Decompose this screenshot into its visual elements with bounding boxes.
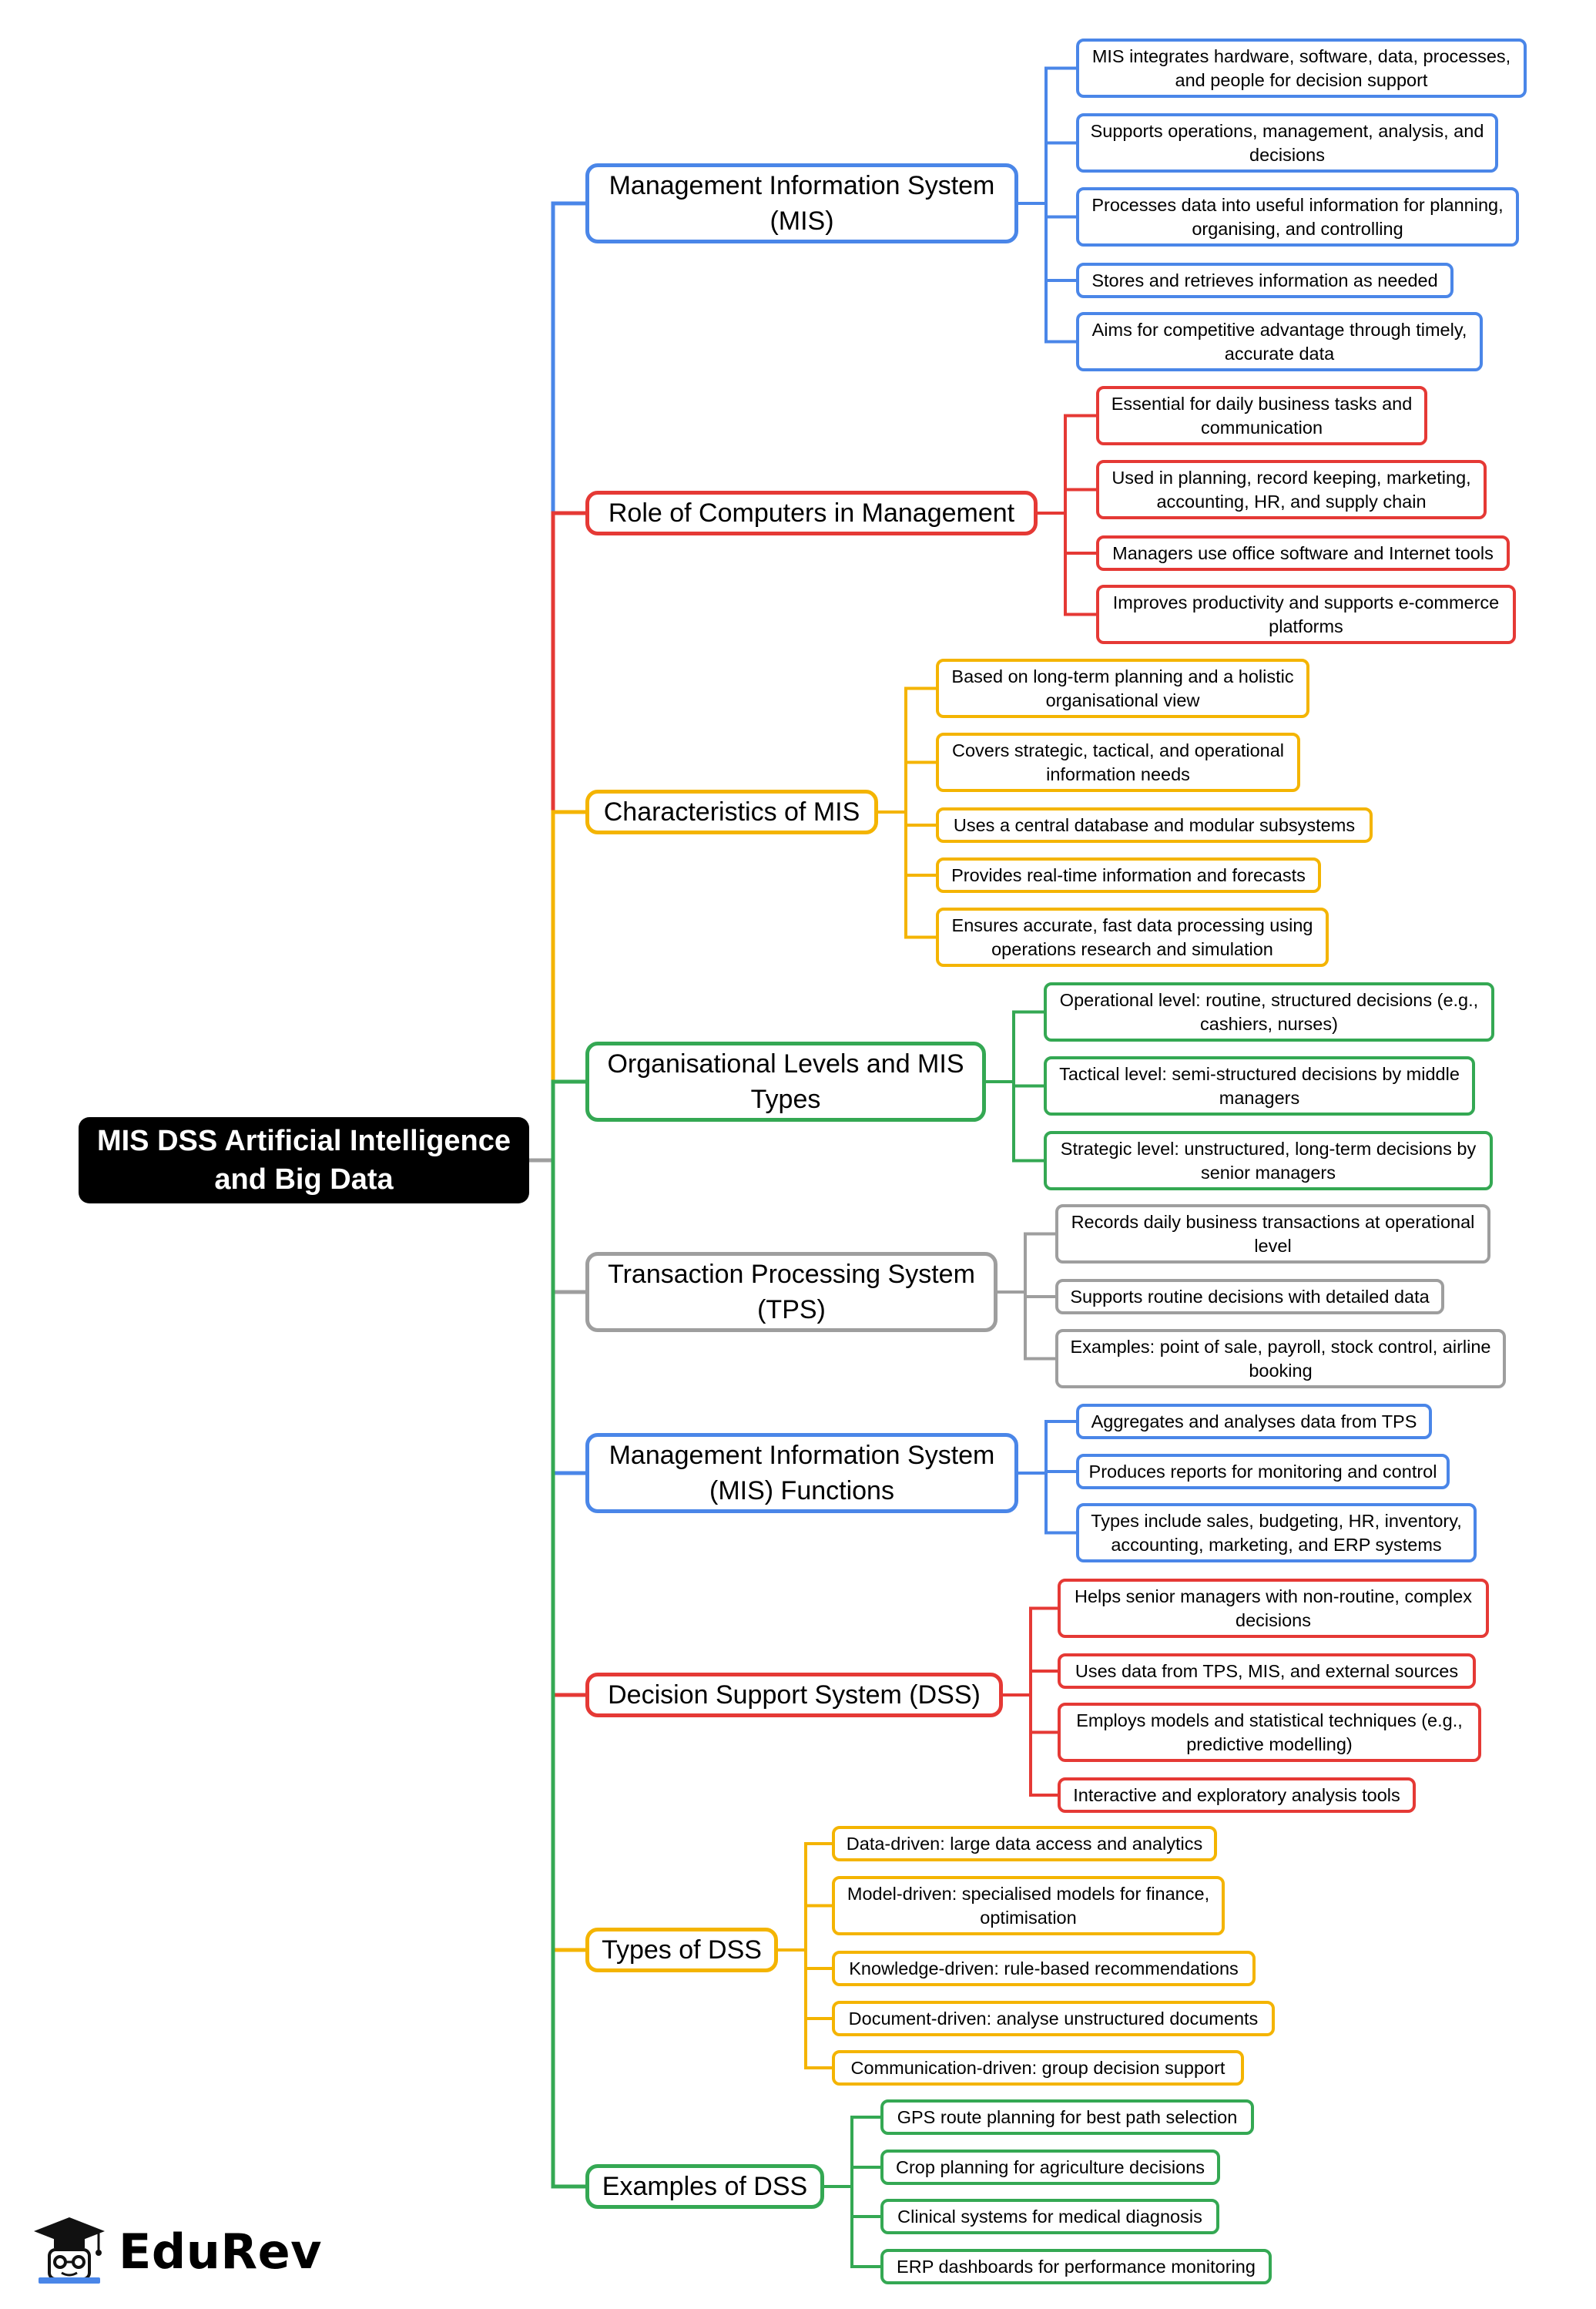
branch-node-0[interactable]: Management Information System (MIS): [585, 163, 1018, 243]
leaf-node-3-0[interactable]: Operational level: routine, structured d…: [1044, 982, 1494, 1042]
leaf-node-7-1-label: Model-driven: specialised models for fin…: [847, 1883, 1210, 1928]
leaf-node-5-2-label: Types include sales, budgeting, HR, inve…: [1091, 1510, 1462, 1555]
leaf-node-1-0[interactable]: Essential for daily business tasks and c…: [1096, 386, 1427, 445]
leaf-node-0-3[interactable]: Stores and retrieves information as need…: [1076, 263, 1454, 298]
leaf-node-8-3-label: ERP dashboards for performance monitorin…: [897, 2256, 1256, 2277]
leaf-node-7-0-label: Data-driven: large data access and analy…: [846, 1833, 1203, 1854]
leaf-node-1-1[interactable]: Used in planning, record keeping, market…: [1096, 460, 1487, 519]
leaf-node-0-4[interactable]: Aims for competitive advantage through t…: [1076, 312, 1483, 371]
branch-node-7[interactable]: Types of DSS: [585, 1928, 778, 1972]
branch-node-2-label: Characteristics of MIS: [603, 797, 860, 827]
branch-node-6-label: Decision Support System (DSS): [608, 1680, 981, 1710]
leaf-node-6-3[interactable]: Interactive and exploratory analysis too…: [1058, 1777, 1416, 1813]
leaf-node-4-1[interactable]: Supports routine decisions with detailed…: [1055, 1279, 1444, 1314]
leaf-node-4-1-label: Supports routine decisions with detailed…: [1070, 1286, 1430, 1307]
branch-node-3[interactable]: Organisational Levels and MIS Types: [585, 1042, 986, 1122]
leaf-node-2-4-label: Ensures accurate, fast data processing u…: [951, 915, 1313, 959]
leaf-node-0-0-label: MIS integrates hardware, software, data,…: [1091, 45, 1511, 90]
leaf-node-8-0[interactable]: GPS route planning for best path selecti…: [880, 2099, 1254, 2135]
leaf-node-1-3-label: Improves productivity and supports e-com…: [1112, 592, 1500, 636]
leaf-node-3-1-label: Tactical level: semi-structured decision…: [1059, 1063, 1460, 1108]
leaf-node-0-4-label: Aims for competitive advantage through t…: [1091, 319, 1467, 364]
branch-node-5-label: Management Information System (MIS) Func…: [609, 1441, 995, 1505]
leaf-node-8-1[interactable]: Crop planning for agriculture decisions: [880, 2150, 1220, 2185]
branch-node-6[interactable]: Decision Support System (DSS): [585, 1673, 1003, 1717]
leaf-node-8-2[interactable]: Clinical systems for medical diagnosis: [880, 2199, 1219, 2234]
leaf-node-2-4[interactable]: Ensures accurate, fast data processing u…: [936, 908, 1329, 967]
leaf-node-6-2[interactable]: Employs models and statistical technique…: [1058, 1703, 1481, 1762]
leaf-node-6-0[interactable]: Helps senior managers with non-routine, …: [1058, 1579, 1489, 1638]
leaf-node-8-0-label: GPS route planning for best path selecti…: [897, 2106, 1238, 2127]
leaf-node-6-3-label: Interactive and exploratory analysis too…: [1073, 1784, 1400, 1805]
branch-node-7-label: Types of DSS: [602, 1935, 762, 1965]
branch-node-1[interactable]: Role of Computers in Management: [585, 491, 1038, 535]
leaf-node-8-3[interactable]: ERP dashboards for performance monitorin…: [880, 2249, 1272, 2284]
leaf-node-2-3-label: Provides real-time information and forec…: [951, 864, 1306, 885]
leaf-node-2-1-label: Covers strategic, tactical, and operatio…: [951, 740, 1285, 784]
leaf-node-7-3-label: Document-driven: analyse unstructured do…: [848, 2008, 1259, 2029]
leaf-node-5-2[interactable]: Types include sales, budgeting, HR, inve…: [1076, 1503, 1477, 1562]
branch-node-2[interactable]: Characteristics of MIS: [585, 790, 878, 834]
leaf-node-0-2[interactable]: Processes data into useful information f…: [1076, 187, 1519, 247]
branch-node-0-label: Management Information System (MIS): [609, 171, 995, 236]
leaf-node-1-2-label: Managers use office software and Interne…: [1112, 542, 1494, 563]
leaf-node-6-2-label: Employs models and statistical technique…: [1076, 1710, 1463, 1754]
root-node-label: MIS DSS Artificial Intelligence and Big …: [96, 1125, 511, 1196]
leaf-node-0-0[interactable]: MIS integrates hardware, software, data,…: [1076, 39, 1527, 98]
leaf-node-6-1-label: Uses data from TPS, MIS, and external so…: [1075, 1660, 1459, 1681]
leaf-node-2-0[interactable]: Based on long-term planning and a holist…: [936, 659, 1309, 718]
leaf-node-7-3[interactable]: Document-driven: analyse unstructured do…: [832, 2001, 1275, 2036]
leaf-node-6-1[interactable]: Uses data from TPS, MIS, and external so…: [1058, 1653, 1476, 1689]
leaf-node-5-1[interactable]: Produces reports for monitoring and cont…: [1076, 1454, 1450, 1489]
leaf-node-2-1[interactable]: Covers strategic, tactical, and operatio…: [936, 733, 1300, 792]
leaf-node-5-1-label: Produces reports for monitoring and cont…: [1088, 1461, 1437, 1482]
graduation-cap-mascot-icon: [31, 2211, 108, 2292]
leaf-node-8-1-label: Crop planning for agriculture decisions: [895, 2156, 1205, 2177]
leaf-node-2-2-label: Uses a central database and modular subs…: [953, 814, 1356, 835]
leaf-node-7-4[interactable]: Communication-driven: group decision sup…: [832, 2050, 1244, 2086]
leaf-node-0-1[interactable]: Supports operations, management, analysi…: [1076, 113, 1498, 173]
leaf-node-7-1[interactable]: Model-driven: specialised models for fin…: [832, 1876, 1225, 1935]
branch-node-8[interactable]: Examples of DSS: [585, 2164, 824, 2209]
leaf-node-3-0-label: Operational level: routine, structured d…: [1059, 989, 1479, 1034]
edurev-logo: EduRev: [31, 2211, 324, 2292]
leaf-node-1-2[interactable]: Managers use office software and Interne…: [1096, 535, 1510, 571]
branch-node-8-label: Examples of DSS: [602, 2172, 808, 2201]
leaf-node-2-2[interactable]: Uses a central database and modular subs…: [936, 807, 1373, 843]
leaf-node-8-2-label: Clinical systems for medical diagnosis: [897, 2206, 1202, 2227]
root-node[interactable]: MIS DSS Artificial Intelligence and Big …: [79, 1117, 529, 1203]
branch-node-1-label: Role of Computers in Management: [608, 498, 1015, 528]
leaf-node-6-0-label: Helps senior managers with non-routine, …: [1075, 1586, 1472, 1630]
leaf-node-1-0-label: Essential for daily business tasks and c…: [1111, 393, 1413, 438]
leaf-node-4-2[interactable]: Examples: point of sale, payroll, stock …: [1055, 1329, 1506, 1388]
leaf-node-0-3-label: Stores and retrieves information as need…: [1091, 270, 1438, 290]
leaf-node-5-0-label: Aggregates and analyses data from TPS: [1091, 1411, 1417, 1431]
leaf-node-7-2[interactable]: Knowledge-driven: rule-based recommendat…: [832, 1951, 1256, 1986]
branch-node-5[interactable]: Management Information System (MIS) Func…: [585, 1433, 1018, 1513]
leaf-node-3-2-label: Strategic level: unstructured, long-term…: [1060, 1138, 1477, 1183]
logo-text: EduRev: [119, 2223, 323, 2280]
leaf-node-7-0[interactable]: Data-driven: large data access and analy…: [832, 1826, 1217, 1861]
branch-node-4-label: Transaction Processing System (TPS): [608, 1260, 975, 1324]
leaf-node-3-1[interactable]: Tactical level: semi-structured decision…: [1044, 1056, 1475, 1116]
leaf-node-4-0-label: Records daily business transactions at o…: [1071, 1211, 1475, 1256]
leaf-node-2-3[interactable]: Provides real-time information and forec…: [936, 857, 1321, 893]
leaf-node-0-1-label: Supports operations, management, analysi…: [1090, 120, 1484, 165]
leaf-node-7-4-label: Communication-driven: group decision sup…: [850, 2057, 1226, 2078]
branch-node-3-label: Organisational Levels and MIS Types: [607, 1049, 964, 1114]
leaf-node-5-0[interactable]: Aggregates and analyses data from TPS: [1076, 1404, 1432, 1439]
leaf-node-1-3[interactable]: Improves productivity and supports e-com…: [1096, 585, 1516, 644]
leaf-node-0-2-label: Processes data into useful information f…: [1091, 194, 1504, 239]
leaf-node-4-2-label: Examples: point of sale, payroll, stock …: [1070, 1336, 1491, 1381]
leaf-node-7-2-label: Knowledge-driven: rule-based recommendat…: [849, 1958, 1239, 1978]
leaf-node-1-1-label: Used in planning, record keeping, market…: [1112, 467, 1471, 512]
leaf-node-2-0-label: Based on long-term planning and a holist…: [951, 666, 1294, 710]
branch-node-4[interactable]: Transaction Processing System (TPS): [585, 1252, 998, 1332]
leaf-node-4-0[interactable]: Records daily business transactions at o…: [1055, 1204, 1490, 1264]
leaf-node-3-2[interactable]: Strategic level: unstructured, long-term…: [1044, 1131, 1493, 1190]
